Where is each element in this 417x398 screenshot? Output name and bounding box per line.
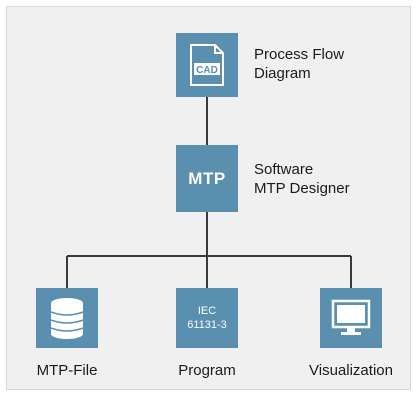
cad-label-line1: Process Flow [254, 46, 345, 63]
visualization-label: Visualization [309, 362, 393, 379]
mtp-label-line2: MTP Designer [254, 180, 350, 197]
visualization-node [320, 288, 382, 348]
cad-file-icon: CAD [190, 44, 224, 86]
iec-line1: IEC [197, 305, 217, 317]
program-label: Program [178, 362, 236, 379]
cad-icon-text: CAD [196, 65, 218, 76]
database-icon [50, 298, 84, 339]
program-node: IEC 61131-3 [176, 288, 238, 348]
iec-program-icon: IEC 61131-3 [187, 304, 227, 332]
mtp-label-line1: Software [254, 161, 314, 178]
monitor-icon [331, 299, 371, 335]
cad-label-line2: Diagram [254, 65, 311, 82]
iec-line2: 61131-3 [187, 319, 227, 331]
cad-node-label: Process Flow Diagram [254, 45, 344, 83]
mtp-file-label: MTP-File [36, 362, 98, 379]
mtp-file-node [36, 288, 98, 348]
mtp-tile-icon: MTP [188, 168, 226, 188]
cad-node: CAD [176, 33, 238, 97]
mtp-node: MTP [176, 145, 238, 212]
mtp-node-label: Software MTP Designer [254, 160, 350, 198]
